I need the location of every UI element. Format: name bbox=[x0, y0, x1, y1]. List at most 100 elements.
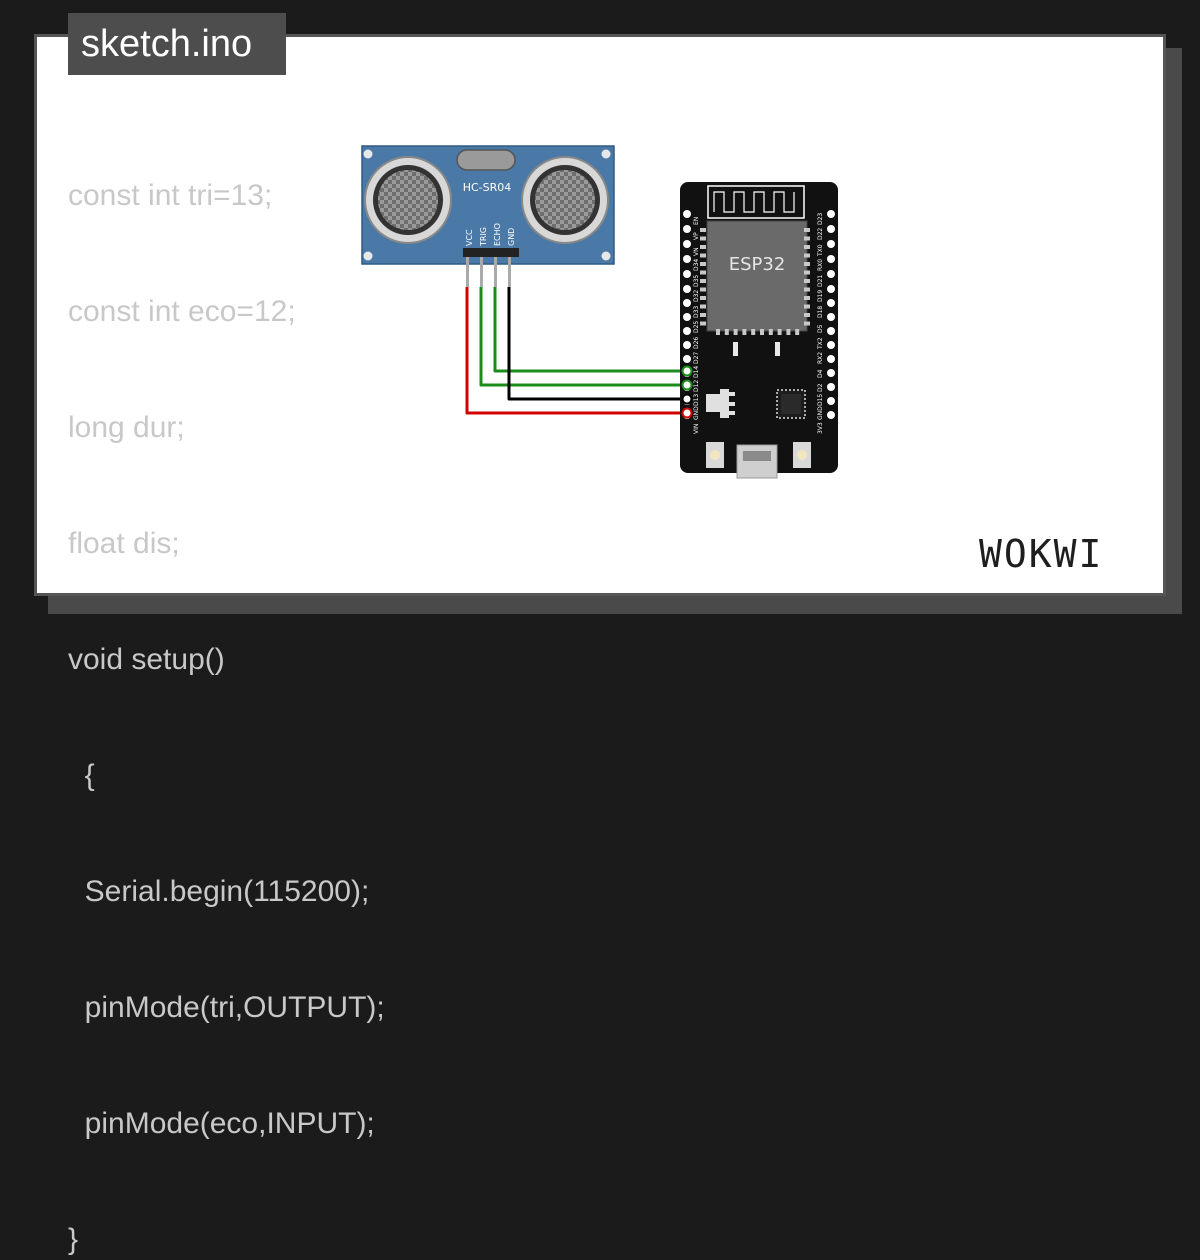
code-line: } bbox=[68, 1223, 79, 1256]
code-line: const int eco=12; bbox=[68, 295, 296, 328]
usb-uart-chip bbox=[776, 389, 806, 419]
board-pin[interactable] bbox=[683, 299, 691, 307]
board-pin-label: D34 bbox=[693, 259, 700, 271]
module-pads bbox=[700, 228, 810, 335]
antenna-trace bbox=[713, 191, 795, 213]
voltage-regulator bbox=[706, 389, 735, 418]
boot-button[interactable] bbox=[706, 442, 724, 468]
file-tab-label: sketch.ino bbox=[81, 23, 253, 65]
module-pad bbox=[795, 329, 800, 335]
wokwi-logo: WOKWI bbox=[979, 532, 1101, 576]
reset-button[interactable] bbox=[793, 442, 811, 468]
board-pin[interactable] bbox=[827, 270, 835, 278]
crystal-oscillator bbox=[456, 149, 516, 171]
board-pin-label: VP bbox=[693, 232, 700, 240]
circuit-diagram: HC-SR04 VCC TRIG ECHO GND ESP32 bbox=[361, 145, 838, 479]
board-pin[interactable] bbox=[683, 225, 691, 233]
board-pin[interactable] bbox=[683, 270, 691, 278]
module-pad bbox=[751, 329, 756, 335]
module-pad bbox=[700, 287, 706, 292]
module-pad bbox=[786, 329, 791, 335]
smd-led bbox=[733, 342, 738, 356]
module-pad bbox=[760, 329, 764, 335]
preview-card bbox=[34, 34, 1166, 596]
code-line: void setup() bbox=[68, 643, 225, 676]
board-pin-label: TX2 bbox=[817, 337, 824, 350]
hc-sr04-sensor[interactable]: HC-SR04 VCC TRIG ECHO GND bbox=[361, 145, 615, 287]
transducer-right bbox=[521, 156, 609, 244]
board-pin[interactable] bbox=[683, 313, 691, 321]
esp32-module bbox=[706, 220, 808, 332]
board-pin[interactable] bbox=[827, 369, 835, 377]
board-pin-label: D15 bbox=[817, 394, 824, 406]
board-pin[interactable] bbox=[827, 383, 835, 391]
board-pin[interactable] bbox=[683, 327, 691, 335]
board-pin-label: D25 bbox=[693, 321, 700, 333]
module-pad bbox=[700, 296, 706, 300]
board-pin[interactable] bbox=[683, 355, 691, 363]
board-pin-label: D14 bbox=[693, 366, 700, 378]
board-pin-label: D4 bbox=[817, 369, 824, 378]
board-pin[interactable] bbox=[683, 240, 691, 248]
module-pad bbox=[700, 245, 706, 249]
wire-gnd[interactable] bbox=[507, 287, 686, 401]
connected-pin[interactable] bbox=[681, 379, 693, 391]
board-pin[interactable] bbox=[683, 255, 691, 263]
module-pad bbox=[742, 329, 747, 335]
board-pin[interactable] bbox=[827, 299, 835, 307]
board-pin[interactable] bbox=[683, 210, 691, 218]
board-pin-label: RX0 bbox=[817, 259, 824, 271]
connected-pin[interactable] bbox=[681, 393, 693, 405]
board-pin[interactable] bbox=[683, 285, 691, 293]
board-pin[interactable] bbox=[827, 210, 835, 218]
board-pin[interactable] bbox=[827, 397, 835, 405]
mount-hole bbox=[601, 149, 611, 159]
board-pin[interactable] bbox=[827, 285, 835, 293]
board-pin-label: D21 bbox=[817, 275, 824, 287]
wire-echo[interactable] bbox=[493, 287, 686, 373]
board-pin[interactable] bbox=[827, 225, 835, 233]
esp32-board[interactable]: ESP32 EN VP VN bbox=[680, 182, 838, 479]
file-tab[interactable]: sketch.ino bbox=[68, 13, 286, 75]
board-pin[interactable] bbox=[827, 411, 835, 419]
antenna-outline bbox=[707, 185, 805, 219]
board-pin-label: D13 bbox=[693, 394, 700, 406]
mount-hole bbox=[601, 251, 611, 261]
chip-label: ESP32 bbox=[729, 254, 786, 275]
code-line: { bbox=[68, 759, 95, 792]
board-pin-label: D2 bbox=[817, 383, 824, 392]
module-pad bbox=[700, 270, 706, 275]
sensor-header-pins bbox=[463, 248, 519, 287]
board-pin[interactable] bbox=[827, 341, 835, 349]
wire-trig[interactable] bbox=[479, 287, 686, 387]
board-pin[interactable] bbox=[827, 327, 835, 335]
module-pad bbox=[804, 279, 810, 283]
code-line: long dur; bbox=[68, 411, 185, 444]
module-pad bbox=[733, 329, 738, 335]
board-header-pins[interactable] bbox=[681, 210, 836, 419]
board-pin[interactable] bbox=[683, 341, 691, 349]
connected-pin[interactable] bbox=[681, 407, 693, 419]
board-pin-label: D26 bbox=[693, 337, 700, 349]
transducer-left bbox=[364, 156, 452, 244]
board-pin-label: D19 bbox=[817, 290, 824, 302]
board-pin-label: RX2 bbox=[817, 352, 824, 364]
wire-vcc[interactable] bbox=[465, 287, 686, 415]
board-pin[interactable] bbox=[827, 313, 835, 321]
module-pad bbox=[700, 279, 706, 283]
board-pin[interactable] bbox=[827, 240, 835, 248]
board-pin[interactable] bbox=[827, 355, 835, 363]
module-pad bbox=[804, 236, 810, 241]
module-pad bbox=[700, 262, 706, 266]
module-pad bbox=[700, 236, 706, 241]
mount-hole bbox=[363, 251, 373, 261]
code-line: pinMode(tri,OUTPUT); bbox=[68, 991, 385, 1024]
board-pin-label: D35 bbox=[693, 275, 700, 287]
pin-label-trig: TRIG bbox=[479, 227, 488, 247]
board-pin[interactable] bbox=[827, 255, 835, 263]
connected-pin[interactable] bbox=[681, 365, 693, 377]
pin-label-vcc: VCC bbox=[465, 229, 474, 246]
code-line: float dis; bbox=[68, 527, 180, 560]
usb-port bbox=[736, 444, 778, 479]
module-pad bbox=[768, 329, 773, 335]
